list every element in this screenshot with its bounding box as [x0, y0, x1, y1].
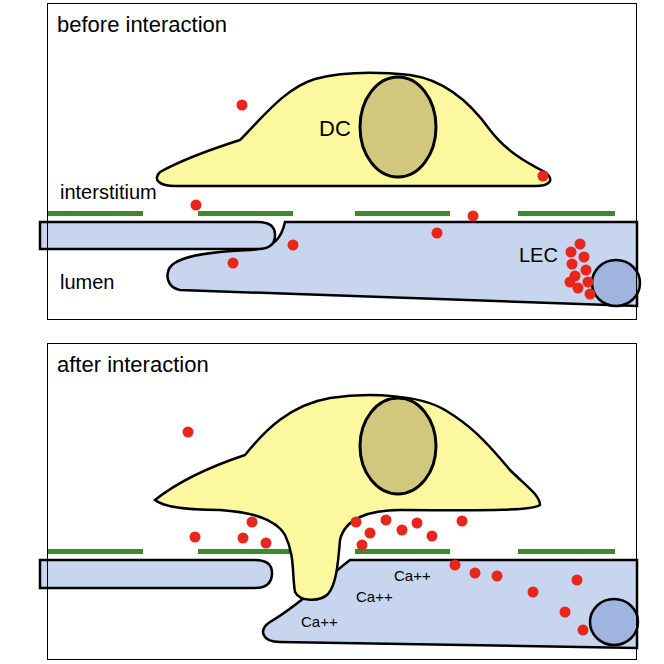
basement-membrane	[47, 211, 615, 216]
region-label: interstitium	[60, 181, 157, 204]
ion-label: Ca++	[356, 588, 393, 605]
chemokine-dots	[191, 100, 596, 300]
panel-title: after interaction	[57, 352, 209, 377]
cell-label: DC	[319, 116, 351, 141]
cell-nucleus	[590, 599, 638, 645]
dendritic-cell: DC	[151, 71, 556, 189]
chemokine-dots	[183, 427, 589, 636]
lymphatic-cell	[40, 560, 272, 588]
after-scene	[40, 395, 638, 648]
dendritic-cell-shape	[157, 73, 550, 186]
panel: before interactionDC LEC	[47, 3, 637, 320]
ion-label: Ca++	[301, 613, 338, 630]
dendritic-cell-shape	[155, 395, 540, 600]
region-label: lumen	[60, 271, 114, 294]
cell-label: LEC	[519, 244, 558, 267]
panel: after interactionCa++Ca++Ca++	[47, 343, 637, 660]
lymphatic-endothelial-cell: LEC	[167, 223, 638, 307]
lymphatic-cell	[40, 222, 275, 249]
cell-nucleus	[592, 260, 640, 306]
ion-label: Ca++	[394, 567, 431, 584]
before-scene	[40, 73, 640, 306]
cell-nucleus	[360, 398, 436, 494]
cell-nucleus	[360, 77, 436, 177]
lymphatic-endothelial-cell: Ca++Ca++Ca++	[263, 561, 638, 649]
panel-title: before interaction	[57, 12, 227, 37]
